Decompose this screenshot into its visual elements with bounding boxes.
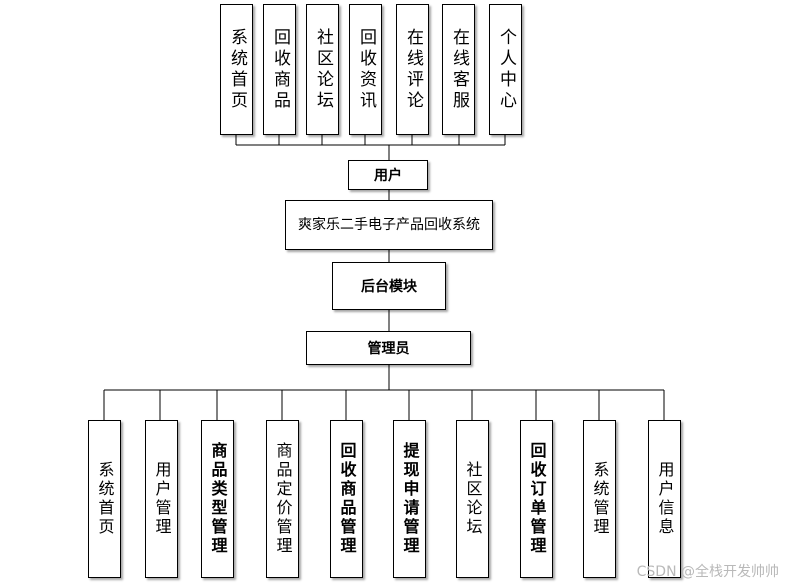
admin-module-recycle-goods-management: 回收商品管理 bbox=[330, 420, 363, 578]
admin-node-label: 管理员 bbox=[367, 341, 410, 357]
top-module-label: 社区论坛 bbox=[313, 27, 333, 112]
top-module-online-comments: 在线评论 bbox=[396, 4, 429, 135]
system-node-label: 爽家乐二手电子产品回收系统 bbox=[298, 217, 480, 233]
user-node-label: 用户 bbox=[374, 168, 402, 184]
admin-module-label: 系统管理 bbox=[590, 461, 610, 537]
admin-module-community-forum: 社区论坛 bbox=[456, 420, 489, 578]
admin-module-label: 商品定价管理 bbox=[273, 442, 293, 556]
admin-module-pricing-management: 商品定价管理 bbox=[266, 420, 299, 578]
top-module-system-home: 系统首页 bbox=[220, 4, 253, 135]
top-module-recycle-goods: 回收商品 bbox=[263, 4, 296, 135]
top-module-label: 在线客服 bbox=[449, 27, 469, 112]
admin-module-withdrawal-management: 提现申请管理 bbox=[393, 420, 426, 578]
top-module-label: 在线评论 bbox=[403, 27, 423, 112]
admin-module-label: 用户管理 bbox=[152, 461, 172, 537]
top-module-personal-center: 个人中心 bbox=[489, 4, 522, 135]
admin-node: 管理员 bbox=[306, 331, 471, 365]
admin-module-system-home: 系统首页 bbox=[88, 420, 121, 578]
admin-module-user-info: 用户信息 bbox=[648, 420, 681, 578]
admin-module-label: 提现申请管理 bbox=[400, 442, 420, 556]
admin-module-user-management: 用户管理 bbox=[145, 420, 178, 578]
admin-module-system-management: 系统管理 bbox=[583, 420, 616, 578]
watermark: CSDN @全栈开发帅帅 bbox=[636, 564, 779, 580]
backend-module-node: 后台模块 bbox=[332, 262, 446, 310]
admin-module-label: 系统首页 bbox=[95, 461, 115, 537]
admin-module-label: 社区论坛 bbox=[463, 461, 483, 537]
admin-module-label: 商品类型管理 bbox=[208, 442, 228, 556]
admin-module-goods-type-management: 商品类型管理 bbox=[201, 420, 234, 578]
admin-module-label: 回收商品管理 bbox=[337, 442, 357, 556]
top-module-label: 系统首页 bbox=[227, 27, 247, 112]
user-node: 用户 bbox=[348, 160, 428, 190]
system-node: 爽家乐二手电子产品回收系统 bbox=[285, 200, 493, 250]
top-module-label: 回收商品 bbox=[270, 27, 290, 112]
top-module-label: 个人中心 bbox=[496, 27, 516, 112]
admin-module-recycle-order-management: 回收订单管理 bbox=[520, 420, 553, 578]
admin-module-label: 回收订单管理 bbox=[527, 442, 547, 556]
admin-module-label: 用户信息 bbox=[655, 461, 675, 537]
backend-module-label: 后台模块 bbox=[361, 279, 417, 295]
top-module-community-forum: 社区论坛 bbox=[306, 4, 339, 135]
top-module-label: 回收资讯 bbox=[356, 27, 376, 112]
top-module-online-service: 在线客服 bbox=[442, 4, 475, 135]
top-module-recycle-news: 回收资讯 bbox=[349, 4, 382, 135]
